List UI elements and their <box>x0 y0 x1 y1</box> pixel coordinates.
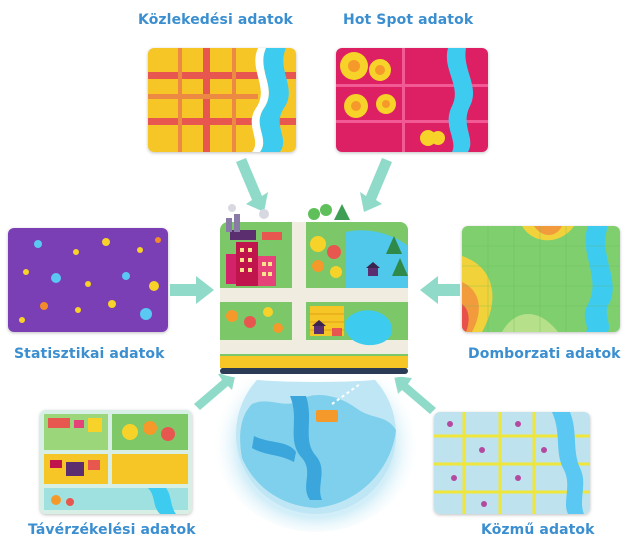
label-traffic-data: Közlekedési adatok <box>138 12 293 28</box>
terrain-map-tile <box>462 226 620 332</box>
traffic-map-tile <box>148 48 296 152</box>
flow-arrows <box>170 158 460 414</box>
label-statistics-data: Statisztikai adatok <box>14 346 165 362</box>
arrow-from-hotspot <box>360 158 392 212</box>
arrow-from-utility <box>394 376 436 414</box>
label-terrain-data: Domborzati adatok <box>468 346 621 362</box>
location-marker-icon <box>316 410 338 422</box>
central-city-map <box>220 204 408 374</box>
hotspot-map-tile <box>336 48 488 152</box>
utility-map-tile <box>434 412 590 514</box>
arrow-from-remote-sensing <box>194 372 236 410</box>
arrow-from-terrain <box>420 276 460 304</box>
label-utility-data: Közmű adatok <box>481 522 595 538</box>
label-remote-sensing-data: Távérzékelési adatok <box>28 522 196 538</box>
arrow-from-statistics <box>170 276 214 304</box>
statistics-map-tile <box>8 228 168 332</box>
label-hotspot-data: Hot Spot adatok <box>343 12 474 28</box>
globe <box>212 340 420 532</box>
remote-sensing-map-tile <box>40 410 192 514</box>
arrow-from-traffic <box>236 158 268 212</box>
